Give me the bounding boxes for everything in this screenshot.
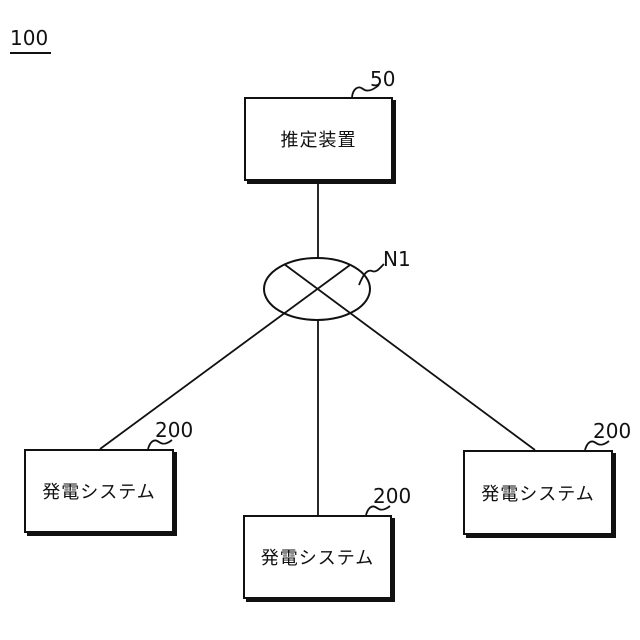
ref-label-200-right: 200: [593, 419, 632, 443]
ref-label-50: 50: [370, 67, 396, 91]
leader-squiggle-ref-200-right: [584, 440, 610, 451]
connector-network-to-gen-right: [283, 263, 536, 451]
ref-label-n1: N1: [383, 247, 411, 271]
estimation-device-label: 推定装置: [280, 130, 357, 151]
power-system-box-left: 発電システム: [24, 449, 174, 533]
ref-label-200-left: 200: [155, 418, 194, 442]
power-system-box-right: 発電システム: [463, 450, 613, 535]
estimation-device-box: 推定装置: [244, 97, 393, 181]
power-system-box-center: 発電システム: [243, 515, 392, 599]
leader-squiggle-ref-n1: [358, 263, 385, 286]
connector-network-to-gen-left: [99, 264, 351, 450]
leader-squiggle-ref-200-center: [365, 505, 391, 516]
power-system-label-center: 発電システム: [260, 548, 375, 569]
leader-squiggle-ref-200-left: [147, 439, 173, 450]
power-system-label-right: 発電システム: [481, 483, 595, 505]
leader-squiggle-ref-50: [351, 84, 380, 98]
power-system-label-left: 発電システム: [42, 482, 156, 503]
ref-label-200-center: 200: [373, 484, 412, 508]
figure-label: 100: [10, 28, 52, 54]
